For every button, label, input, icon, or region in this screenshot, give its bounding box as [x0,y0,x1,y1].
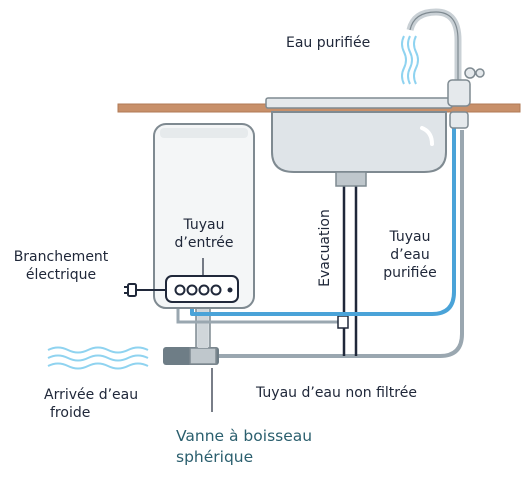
drain-pipe [342,186,358,356]
label-tuyau-entree: Tuyau d’entrée [162,216,246,252]
purified-water-pipe [190,126,456,316]
label-evacuation-text: Evacuation [317,209,333,287]
label-tuyau-eau-non-filtree: Tuyau d’eau non filtrée [256,385,417,401]
label-tuyau-purifiee-line3: purifiée [383,265,437,281]
drain-saddle [337,315,349,329]
label-arrivee-line1: Arrivée d’eau [44,387,139,403]
label-arrivee-line2: froide [50,405,91,421]
filter-unit [153,123,255,309]
label-vanne-line1: Vanne à boisseau [176,427,313,445]
label-tuyau-eau-purifiee: Tuyau d’eau purifiée [372,228,448,282]
faucet [406,8,485,129]
label-vanne-line2: sphérique [176,448,254,466]
unfiltered-water-pipe [170,130,464,358]
label-branchement-line1: Branchement [13,249,109,265]
cold-water-waves-icon [47,346,149,370]
label-eau-purifiee: Eau purifiée [286,35,371,51]
label-tuyau-purifiee-line2: d’eau [390,247,430,263]
leader-lines [202,258,213,412]
electric-plug-icon [124,283,166,297]
label-branchement-electrique: Branchement électrique [2,248,120,284]
sink [265,97,453,187]
label-evacuation: Evacuation [313,196,337,300]
purified-water-stream-icon [401,35,419,85]
label-branchement-line2: électrique [25,267,97,283]
label-vanne-boisseau-spherique: Vanne à boisseau sphérique [176,426,312,468]
label-tuyau-entree-line2: d’entrée [174,235,234,251]
label-tuyau-purifiee-line1: Tuyau [389,229,431,245]
label-tuyau-entree-line1: Tuyau [183,217,225,233]
label-arrivee-eau-froide: Arrivée d’eau froide [44,386,138,422]
